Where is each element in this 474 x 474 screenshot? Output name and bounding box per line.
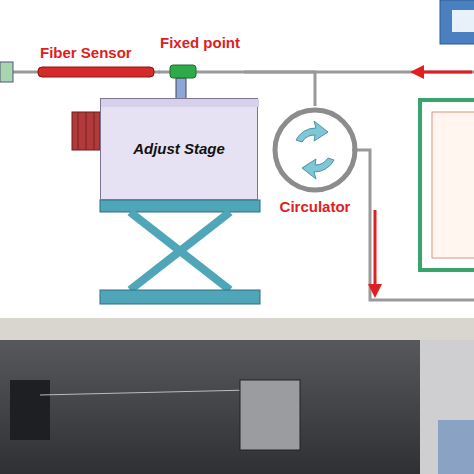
connector-line — [244, 72, 315, 106]
knob-groove — [78, 112, 79, 150]
lift-plate — [100, 290, 260, 304]
photo-wall — [0, 318, 474, 340]
node-label: Circulator — [266, 198, 364, 215]
lift-arm — [130, 212, 230, 290]
stage-top — [101, 99, 259, 107]
fiber-sensor: Fiber Sensor — [36, 44, 158, 80]
fiber-connector — [244, 72, 315, 106]
light-arrow — [374, 210, 377, 288]
knob-groove — [94, 112, 95, 150]
optical-fiber — [352, 150, 474, 300]
stage-post — [176, 78, 186, 100]
node-label: Adjust Stage — [101, 140, 257, 157]
lift-arm — [130, 212, 230, 290]
photo-device — [438, 420, 474, 474]
fiber-connector — [158, 72, 160, 73]
node-label: Fiber Sensor — [40, 44, 132, 61]
arrow-head — [410, 65, 424, 79]
photo-mount — [10, 380, 50, 440]
instrument-screen — [452, 10, 474, 32]
photo-fiber — [40, 390, 250, 395]
instrument-box — [440, 0, 474, 44]
circulator: Circulator — [266, 106, 364, 218]
instrument-panel — [432, 112, 474, 258]
knob-groove — [86, 112, 87, 150]
connector-line — [158, 71, 160, 74]
lift-plate — [100, 200, 260, 212]
fixed-clamp — [170, 65, 196, 78]
fixed-point: Fixed point — [160, 34, 244, 80]
circulator-arrow — [302, 158, 334, 179]
photo-stage — [240, 380, 300, 450]
adjust-knob — [72, 112, 100, 150]
photo — [0, 318, 474, 474]
adjust-stage: Adjust Stage — [100, 98, 258, 200]
light-arrow — [420, 71, 472, 74]
circulator-arrow — [296, 121, 328, 142]
arrow-head — [368, 284, 382, 298]
node-label: Fixed point — [160, 34, 240, 51]
circulator-ring — [275, 110, 355, 190]
sensor-cylinder — [38, 67, 154, 77]
fiber-end — [0, 62, 13, 82]
photo-person — [420, 340, 474, 474]
